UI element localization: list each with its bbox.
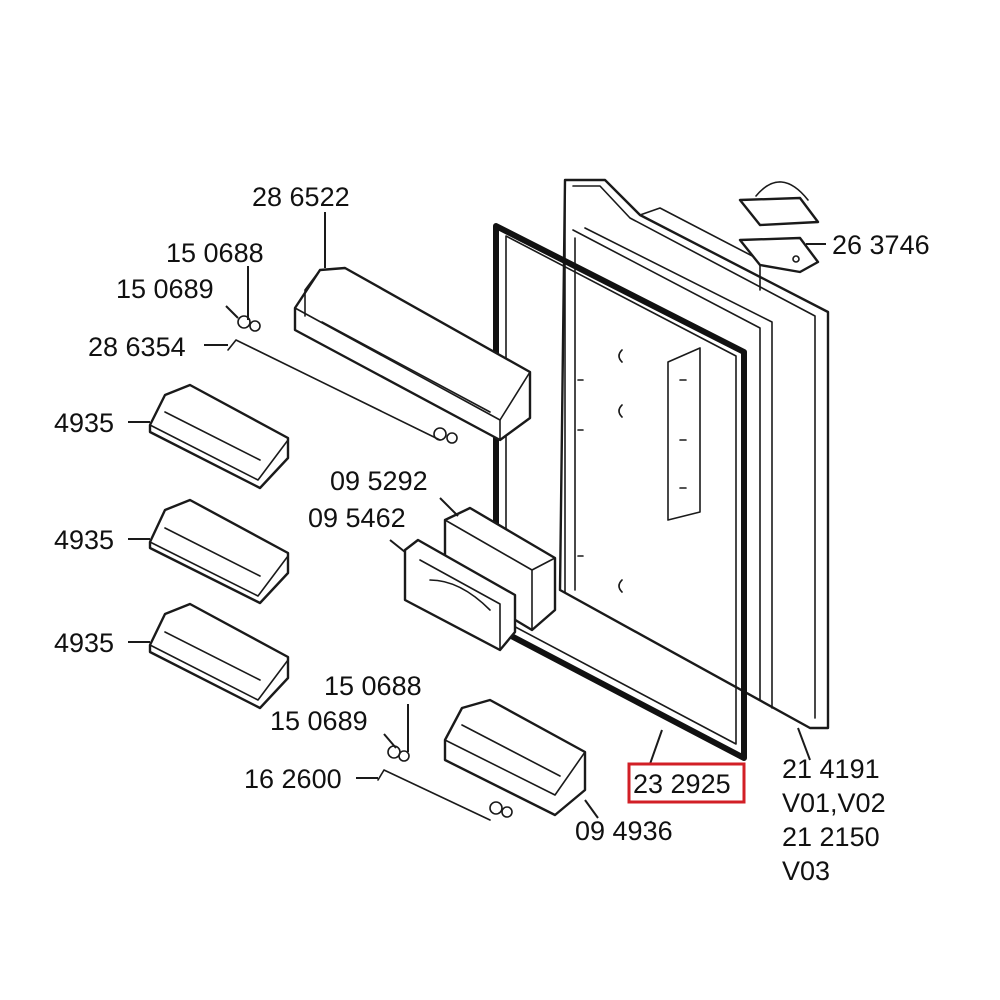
label-15-0689-top: 15 0689 bbox=[116, 274, 214, 304]
bottom-door-shelf bbox=[443, 698, 587, 817]
label-16-2600: 16 2600 bbox=[244, 764, 342, 794]
leader-lines bbox=[128, 212, 826, 819]
label-15-0689-bottom: 15 0689 bbox=[270, 706, 368, 736]
label-4935-2: 4935 bbox=[54, 525, 114, 555]
small-tray-1 bbox=[148, 383, 290, 490]
label-28-6354: 28 6354 bbox=[88, 332, 186, 362]
large-door-shelf bbox=[293, 266, 532, 442]
label-4935-3: 4935 bbox=[54, 628, 114, 658]
bottle-holder-front bbox=[403, 538, 517, 652]
label-09-5462: 09 5462 bbox=[308, 503, 406, 533]
label-28-6522: 28 6522 bbox=[252, 182, 350, 212]
small-tray-2 bbox=[148, 498, 290, 605]
label-15-0688-bottom: 15 0688 bbox=[324, 671, 422, 701]
label-4935-1: 4935 bbox=[54, 408, 114, 438]
label-21-4191: 21 4191 bbox=[782, 754, 880, 784]
hinge-bracket bbox=[738, 181, 820, 274]
highlight-box bbox=[627, 762, 746, 804]
label-09-4936: 09 4936 bbox=[575, 816, 673, 846]
wire-rail-bottom bbox=[377, 745, 513, 821]
label-v03: V03 bbox=[782, 856, 830, 886]
wire-rail-top bbox=[227, 315, 458, 444]
small-tray-3 bbox=[148, 602, 290, 710]
label-23-2925: 23 2925 bbox=[633, 769, 731, 799]
door-panel bbox=[558, 178, 830, 730]
label-15-0688-top: 15 0688 bbox=[166, 238, 264, 268]
label-09-5292: 09 5292 bbox=[330, 466, 428, 496]
label-26-3746: 26 3746 bbox=[832, 230, 930, 260]
label-v01-v02: V01,V02 bbox=[782, 788, 886, 818]
label-21-2150: 21 2150 bbox=[782, 822, 880, 852]
door-gasket bbox=[493, 223, 747, 761]
